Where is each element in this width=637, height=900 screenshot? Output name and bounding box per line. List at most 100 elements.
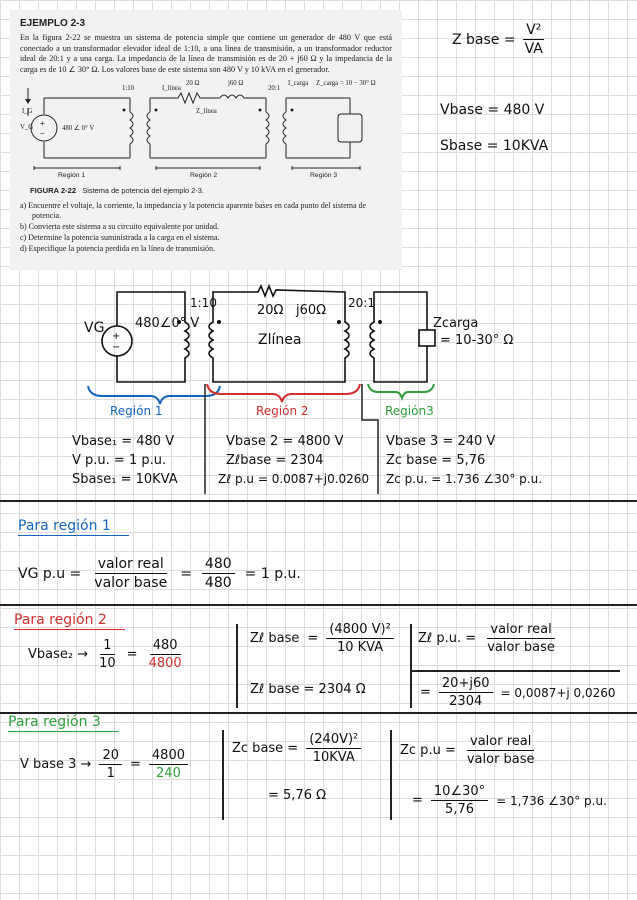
r2-f2-num: 480	[149, 638, 181, 655]
r3-frac-ratio: 20 1	[99, 748, 122, 781]
r2-f1-den: 10	[99, 656, 116, 671]
fig-ratio1: 1:10	[122, 84, 135, 92]
region1-label: Región 1	[110, 404, 163, 418]
summary-r1-vpu: V p.u. = 1 p.u.	[72, 453, 167, 468]
circuit-zcarga: Zcarga	[433, 316, 479, 331]
example-title: EJEMPLO 2-3	[20, 18, 86, 29]
section-divider-2	[0, 604, 637, 606]
r2-zb-frac: (4800 V)² 10 KVA	[326, 622, 394, 655]
circuit-zcarga-value: = 10-30° Ω	[440, 333, 514, 348]
brace-region2	[206, 383, 361, 403]
fig-zline-label: Z_línea	[196, 107, 217, 115]
r3-zpu-frac: valor real valor base	[464, 734, 538, 767]
circuit-source: 480∠0° V	[135, 316, 200, 331]
circuit-ratio2: 20:1	[348, 296, 375, 310]
r3-frac-values: 4800 240	[148, 748, 188, 781]
fig-r-label: 20 Ω	[186, 79, 200, 87]
r3-zpu2-result: = 1,736 ∠30° p.u.	[496, 793, 607, 808]
figure-2-22: + − I_G V_G 480 ∠ 0° V 1:10 I_línea 20 Ω…	[20, 80, 392, 184]
r2-zpu-underline	[410, 670, 620, 672]
fig-region2: Región 2	[190, 171, 218, 179]
r3-zbase-eq: Zc base = (240V)² 10KVA	[232, 732, 362, 765]
fig-vg-label: V_G	[20, 123, 34, 131]
r2-zpu-result-eq: = 20+j60 2304 = 0,0087+j 0,0260	[420, 676, 616, 709]
circuit-x: j60Ω	[296, 303, 327, 318]
r2-zb-eq: =	[307, 631, 319, 646]
circuit-ratio1: 1:10	[190, 296, 217, 310]
summary-r2-zbase: Zℓbase = 2304	[226, 453, 324, 468]
fig-source-label: 480 ∠ 0° V	[62, 124, 95, 132]
region2-heading: Para región 2	[14, 612, 125, 630]
r2-zpu2-frac: 20+j60 2304	[438, 676, 493, 709]
r3-zpu2-eq: =	[412, 793, 423, 808]
r2-f2-den: 4800	[148, 656, 182, 671]
r3-f2-num: 4800	[148, 748, 188, 765]
summary-r2-zpu: Zℓ p.u = 0.0087+j0.0260	[218, 472, 370, 486]
section-divider-3	[0, 712, 637, 714]
r3-divider-b	[390, 730, 392, 820]
question-d: d) Especifique la potencia perdida en la…	[20, 243, 216, 253]
r3-zpu2-num: 10∠30°	[430, 784, 489, 801]
r3-zb-result: = 5,76 Ω	[268, 788, 327, 803]
r2-zpu-eq: Zℓ p.u. = valor real valor base	[418, 622, 558, 655]
r1-frac-formula: valor real valor base	[91, 556, 170, 591]
r3-f2-den: 240	[156, 766, 181, 781]
r2-zpu-num: valor real	[487, 622, 555, 639]
r2-frac-values: 480 4800	[146, 638, 185, 671]
r2-zpu-den: valor base	[487, 640, 555, 655]
r3-zpu-lhs: Zc p.u =	[400, 743, 456, 758]
svg-text:−: −	[40, 129, 45, 138]
r1-eq: =	[180, 565, 192, 582]
summary-divider-2	[361, 384, 379, 494]
r1-f2-den: 480	[204, 575, 232, 591]
r3-zb-lhs: Zc base =	[232, 741, 299, 756]
summary-r1-sbase: Sbase₁ = 10KVA	[72, 472, 178, 487]
r2-f1-num: 1	[100, 638, 115, 655]
figure-caption-text: Sistema de potencia del ejemplo 2-3.	[82, 185, 204, 195]
svg-text:−: −	[112, 342, 120, 353]
r2-lhs: Vbase₂ →	[28, 647, 89, 662]
r2-zpu-frac: valor real valor base	[484, 622, 558, 655]
r1-f1-num: valor real	[94, 556, 167, 574]
r2-zpu2-num: 20+j60	[438, 676, 493, 693]
zbase-num: V²	[523, 22, 545, 40]
brace-region3	[367, 383, 435, 402]
region3-heading: Para región 3	[8, 714, 119, 732]
region2-label: Región 2	[256, 404, 309, 418]
r2-zb-den: 10 KVA	[336, 640, 384, 655]
r2-zb-lhs: Zℓ base	[250, 631, 300, 646]
r2-eq: =	[126, 647, 138, 662]
region1-heading: Para región 1	[18, 518, 129, 536]
question-b: b) Convierta este sistema a su circuito …	[20, 221, 220, 231]
summary-r3-zpu: Zc p.u. = 1.736 ∠30° p.u.	[386, 472, 543, 486]
r3-zpu-eq: Zc p.u = valor real valor base	[400, 734, 538, 767]
fig-x-label: j60 Ω	[228, 79, 244, 87]
r2-zpu-lhs: Zℓ p.u. =	[418, 631, 477, 646]
textbook-excerpt: EJEMPLO 2-3 En la figura 2-22 se muestra…	[10, 10, 402, 270]
svg-text:+: +	[40, 119, 45, 128]
fig-ratio2: 20:1	[268, 84, 281, 92]
summary-r3-vbase: Vbase 3 = 240 V	[386, 434, 496, 449]
r2-frac-ratio: 1 10	[96, 638, 119, 671]
question-a: a) Encuentre el voltaje, la corriente, l…	[20, 200, 367, 220]
question-c: c) Determine la potencia suministrada a …	[20, 232, 220, 242]
region2-vbase-eq: Vbase₂ → 1 10 = 480 4800	[28, 638, 185, 671]
fig-ig-label: I_G	[22, 107, 33, 115]
fig-region3: Región 3	[310, 171, 338, 179]
fig-icarga-label: I_carga	[288, 79, 309, 87]
summary-r2-vbase: Vbase 2 = 4800 V	[226, 434, 344, 449]
zbase-den: VA	[524, 41, 543, 57]
figure-caption: FIGURA 2-22 Sistema de potencia del ejem…	[30, 186, 392, 195]
brace-region1	[87, 385, 221, 405]
r1-result: = 1 p.u.	[244, 565, 301, 582]
r2-zpu2-den: 2304	[449, 694, 483, 709]
fig-zcarga-label: Z_carga = 10 − 30° Ω	[316, 79, 376, 87]
hand-circuit: + −	[87, 283, 436, 494]
r3-zpu-num: valor real	[467, 734, 535, 751]
r2-zb-result: Zℓ base = 2304 Ω	[250, 682, 366, 697]
summary-r3-zbase: Zc base = 5,76	[386, 453, 486, 468]
zbase-fraction: V² VA	[522, 22, 546, 57]
r2-zpu2-result: = 0,0087+j 0,0260	[500, 685, 616, 700]
r1-f2-num: 480	[201, 556, 235, 574]
zbase-formula-lhs: Z base =	[452, 31, 516, 48]
